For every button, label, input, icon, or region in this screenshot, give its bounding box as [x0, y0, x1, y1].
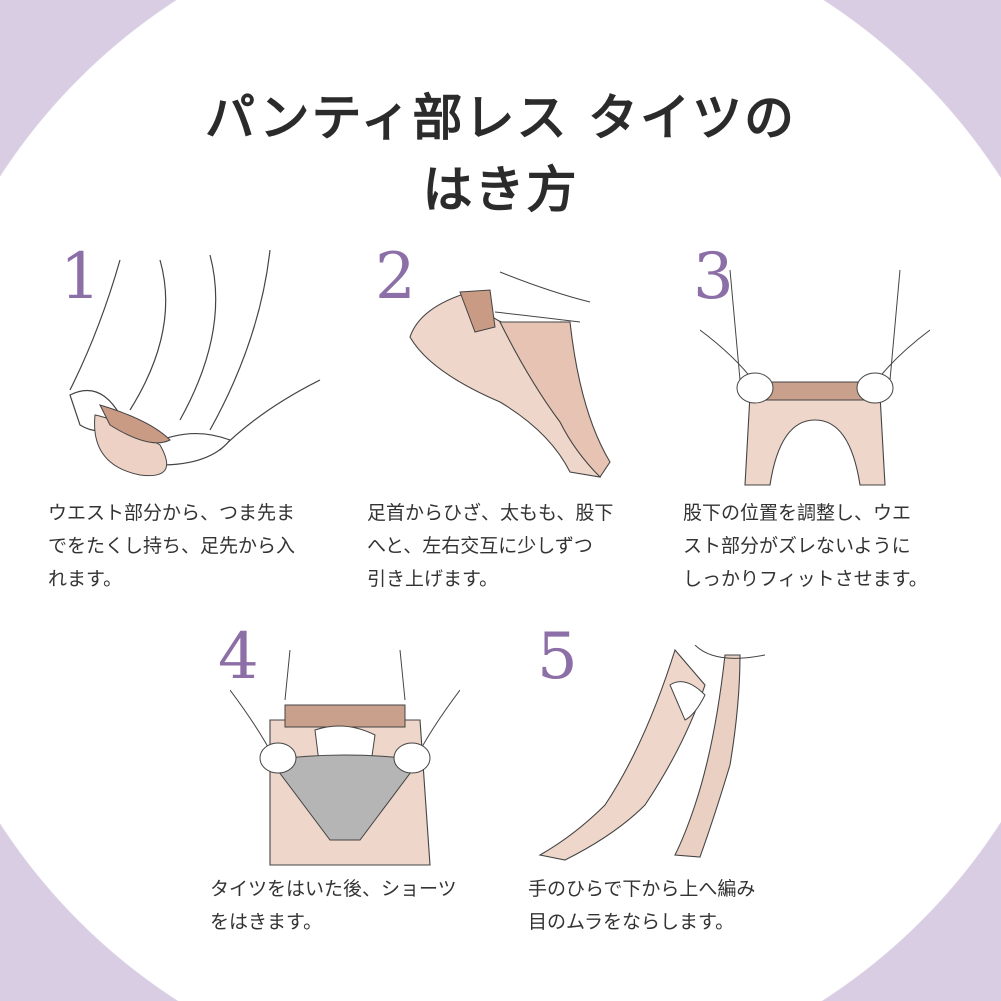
caption-line: しっかりフィットさせます。 [683, 568, 928, 590]
page-title-line2: はき方 [422, 161, 579, 219]
caption-line: れます。 [48, 568, 123, 590]
caption-line: ウエスト部分から、つま先ま [48, 502, 296, 524]
caption-line: タイツをはいた後、ショーツ [210, 878, 457, 900]
caption-line: へと、左右交互に少しずつ [367, 535, 593, 557]
caption-line: 目のムラをならします。 [528, 911, 735, 933]
step-5-illustration [538, 645, 766, 861]
caption-line: でをたくし持ち、足先から入 [48, 535, 296, 557]
step-3-illustration [700, 270, 930, 486]
step-2-number: 2 [375, 240, 416, 314]
caption-line: 引き上げます。 [367, 568, 499, 590]
caption-line: スト部分がズレないように [683, 535, 911, 557]
caption-line: 手のひらで下から上へ編み [528, 878, 756, 900]
page-title-line1: パンティ部レス タイツの [205, 89, 796, 147]
step-3-number: 3 [693, 240, 734, 314]
step-2-illustration [409, 271, 611, 478]
step-5-number: 5 [537, 620, 578, 694]
step-2-caption: 足首からひざ、太もも、股下 へと、左右交互に少しずつ 引き上げます。 [367, 497, 613, 596]
caption-line: をはきます。 [210, 911, 323, 933]
step-3-caption: 股下の位置を調整し、ウエ スト部分がズレないように しっかりフィットさせます。 [683, 497, 928, 596]
step-4-caption: タイツをはいた後、ショーツ をはきます。 [210, 873, 457, 939]
caption-line: 足首からひざ、太もも、股下 [367, 502, 614, 524]
step-4-illustration [230, 650, 460, 866]
step-1-number: 1 [60, 240, 101, 314]
step-5-caption: 手のひらで下から上へ編み 目のムラをならします。 [528, 873, 755, 939]
step-4-number: 4 [218, 620, 259, 694]
step-1-illustration [69, 250, 321, 477]
step-1-caption: ウエスト部分から、つま先ま でをたくし持ち、足先から入 れます。 [48, 497, 295, 596]
caption-line: 股下の位置を調整し、ウエ [683, 502, 912, 524]
